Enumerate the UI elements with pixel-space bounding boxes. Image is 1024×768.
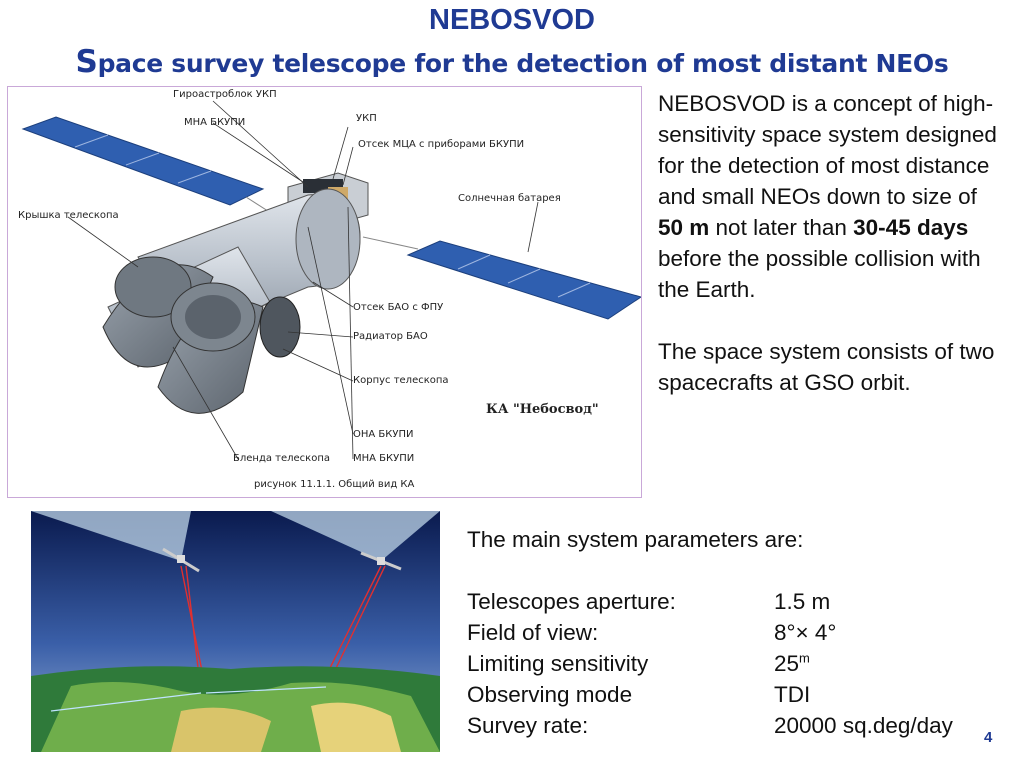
right-solar-panel bbox=[362, 236, 641, 320]
sensor-field-right bbox=[271, 511, 440, 561]
desc-days: 30-45 days bbox=[853, 215, 969, 240]
param-value: 8°× 4° bbox=[774, 620, 837, 645]
label-body: Корпус телескопа bbox=[353, 375, 449, 386]
label-cover: Крышка телескопа bbox=[18, 210, 119, 221]
parameters-heading: The main system parameters are: bbox=[467, 527, 804, 552]
label-solar: Солнечная батарея bbox=[458, 193, 561, 204]
slide-title: NEBOSVOD bbox=[429, 4, 595, 36]
param-row-mode: Observing mode TDI bbox=[467, 679, 1007, 710]
param-value: TDI bbox=[774, 682, 811, 707]
desc-text-c: not later than bbox=[709, 215, 854, 240]
label-mna-bottom: МНА БКУПИ bbox=[353, 453, 415, 464]
telescope-hood-upper bbox=[102, 256, 214, 368]
orbit-map-illustration bbox=[31, 511, 440, 752]
description-paragraph-1: NEBOSVOD is a concept of high-sensitivit… bbox=[658, 88, 1008, 305]
desc-text-a: NEBOSVOD is a concept of high-sensitivit… bbox=[658, 91, 997, 209]
magnitude-value: 25 bbox=[774, 651, 800, 676]
magnitude-unit: m bbox=[799, 650, 810, 666]
spacecraft-diagram: Гироастроблок УКП МНА БКУПИ УКП Отсек МЦ… bbox=[7, 86, 642, 498]
label-ukp: УКП bbox=[356, 113, 377, 124]
label-bao: Отсек БАО с ФПУ bbox=[353, 302, 444, 313]
param-row-survey-rate: Survey rate: 20000 sq.deg/day bbox=[467, 710, 1007, 741]
label-radiator: Радиатор БАО bbox=[353, 331, 428, 342]
label-gyro: Гироастроблок УКП bbox=[173, 89, 277, 100]
slide-subtitle: Space survey telescope for the detection… bbox=[0, 44, 1024, 80]
downlink-lines bbox=[180, 565, 386, 694]
param-row-fov: Field of view: 8°× 4° bbox=[467, 617, 1007, 648]
figure-caption: рисунок 11.1.1. Общий вид КА bbox=[254, 479, 415, 490]
param-value: 20000 sq.deg/day bbox=[774, 713, 953, 738]
spacecraft-name: КА "Небосвод" bbox=[486, 402, 599, 417]
system-parameters: The main system parameters are: Telescop… bbox=[467, 524, 1007, 741]
spacecraft-left-icon bbox=[162, 547, 200, 573]
subtitle-initial: S bbox=[75, 44, 98, 80]
param-row-sensitivity: Limiting sensitivity 25m bbox=[467, 648, 1007, 679]
param-key: Observing mode bbox=[467, 682, 633, 707]
sensor-field-left bbox=[31, 511, 191, 561]
orbit-map-drawing bbox=[31, 511, 440, 752]
param-key: Field of view: bbox=[467, 620, 599, 645]
spacecraft-right-icon bbox=[360, 551, 402, 571]
radiator-dish bbox=[259, 296, 301, 358]
param-key: Limiting sensitivity bbox=[467, 651, 649, 676]
param-key: Survey rate: bbox=[467, 713, 589, 738]
page-number: 4 bbox=[984, 729, 993, 746]
leader-lines bbox=[67, 100, 539, 460]
spacecraft-drawing bbox=[21, 100, 641, 460]
desc-text-e: before the possible collision with the E… bbox=[658, 246, 981, 302]
subtitle-text: pace survey telescope for the detection … bbox=[97, 49, 949, 78]
param-key: Telescopes aperture: bbox=[467, 589, 676, 614]
label-ona: ОНА БКУПИ bbox=[353, 429, 414, 440]
description-paragraph-2: The space system consists of two spacecr… bbox=[658, 339, 995, 395]
label-mca: Отсек МЦА с приборами БКУПИ bbox=[358, 139, 525, 150]
param-value: 1.5 m bbox=[774, 589, 831, 614]
label-hood: Бленда телескопа bbox=[233, 453, 331, 464]
desc-size: 50 m bbox=[658, 215, 710, 240]
label-mna-top: МНА БКУПИ bbox=[184, 117, 246, 128]
param-row-aperture: Telescopes aperture: 1.5 m bbox=[467, 586, 1007, 617]
param-value: 25m bbox=[774, 648, 810, 679]
description: NEBOSVOD is a concept of high-sensitivit… bbox=[658, 88, 1008, 398]
telescope-hood-lower bbox=[157, 282, 264, 414]
